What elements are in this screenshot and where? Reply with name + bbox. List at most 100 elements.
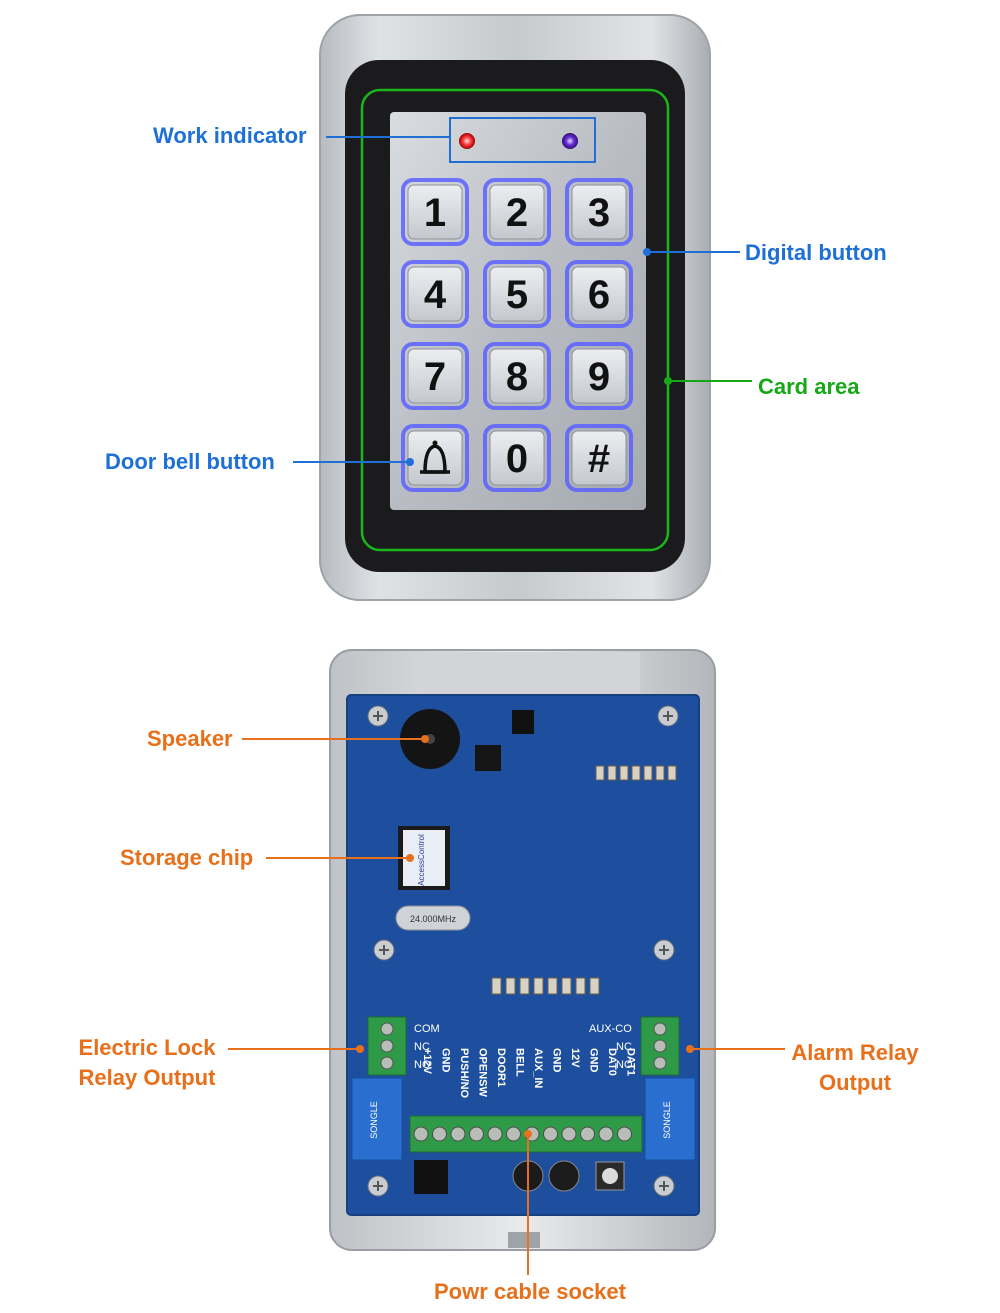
strip-screw bbox=[598, 1126, 614, 1142]
key-glow bbox=[565, 424, 633, 492]
key-label: # bbox=[588, 437, 610, 481]
key-6: 6 bbox=[565, 260, 633, 328]
screw-cross bbox=[373, 1181, 383, 1191]
resistor bbox=[655, 765, 665, 781]
red-led-icon bbox=[459, 133, 475, 149]
mounting-screw bbox=[367, 1175, 389, 1197]
chip-label: AccessControl bbox=[417, 834, 426, 886]
strip-screw bbox=[450, 1126, 466, 1142]
key-label: 7 bbox=[424, 355, 446, 399]
key-glow bbox=[401, 424, 469, 492]
power-cable-socket-label: Powr cable socket bbox=[434, 1279, 626, 1304]
silk-com: COM bbox=[414, 1023, 440, 1035]
key-glow bbox=[565, 178, 633, 246]
storage-chip bbox=[398, 826, 450, 890]
lock-relay-brand: SONGLE bbox=[369, 1101, 379, 1139]
alarm-relay-line2: Output bbox=[818, 1070, 892, 1095]
mounting-screw bbox=[653, 939, 675, 961]
resistor bbox=[619, 765, 629, 781]
key-label: 9 bbox=[588, 355, 610, 399]
key-label: 0 bbox=[506, 437, 528, 481]
silk-nc-right: NC bbox=[616, 1041, 632, 1053]
silk-terminal-label: AUX_IN bbox=[532, 1048, 544, 1088]
screw-cross bbox=[659, 945, 669, 955]
key-glow bbox=[483, 260, 551, 328]
power-socket-leader-dot bbox=[524, 1130, 532, 1138]
silk-nc-left: NC bbox=[414, 1041, 430, 1053]
resistor bbox=[589, 977, 600, 995]
strip-screw bbox=[432, 1126, 447, 1142]
power-terminal-strip bbox=[409, 1115, 643, 1153]
digital-button-leader-dot bbox=[643, 248, 651, 256]
strip-screw bbox=[580, 1126, 595, 1142]
alarm-relay-brand: SONGLE bbox=[662, 1101, 672, 1139]
key-5: 5 bbox=[483, 260, 551, 328]
silk-terminal-label: +12V bbox=[421, 1048, 433, 1075]
screw-cross bbox=[663, 711, 673, 721]
key-4: 4 bbox=[401, 260, 469, 328]
silk-terminal-label: PUSH/NO bbox=[458, 1048, 470, 1099]
silk-terminal-label: DAT0 bbox=[606, 1048, 618, 1076]
mounting-screw bbox=[373, 939, 395, 961]
bell-icon-top bbox=[432, 440, 438, 446]
silk-terminal-label: BELL bbox=[514, 1048, 526, 1077]
speaker-buzzer bbox=[400, 709, 460, 769]
case-top-lip bbox=[420, 652, 640, 700]
capacitor bbox=[512, 1160, 544, 1192]
capacitor bbox=[548, 1160, 580, 1192]
card-area-label: Card area bbox=[758, 374, 860, 399]
alarm-relay-line1: Alarm Relay bbox=[791, 1040, 919, 1065]
key-label: 8 bbox=[506, 355, 528, 399]
alarm-relay-leader-dot bbox=[686, 1045, 694, 1053]
digital-button-label: Digital button bbox=[745, 240, 887, 265]
key-9: 9 bbox=[565, 342, 633, 410]
key-label: 5 bbox=[506, 273, 528, 317]
resistor bbox=[643, 765, 653, 781]
silk-no-right: NO bbox=[616, 1059, 633, 1071]
door-bell-leader-dot bbox=[406, 458, 414, 466]
speaker-label: Speaker bbox=[147, 726, 233, 751]
key-glow bbox=[565, 260, 633, 328]
work-indicator-label: Work indicator bbox=[153, 123, 307, 148]
speaker-hole bbox=[425, 734, 435, 744]
key-face bbox=[571, 266, 627, 322]
alarm-relay-terminal-block bbox=[640, 1016, 680, 1076]
speaker-leader-dot bbox=[421, 735, 429, 743]
alarm-relay-label: Alarm Relay Output bbox=[790, 1038, 920, 1098]
key-face bbox=[571, 348, 627, 404]
screw-cross bbox=[379, 945, 389, 955]
key-glow bbox=[565, 342, 633, 410]
regulator-chip bbox=[475, 745, 501, 771]
key-glow bbox=[401, 342, 469, 410]
resistor bbox=[533, 977, 544, 995]
mounting-screw bbox=[657, 705, 679, 727]
terminal-screw bbox=[380, 1022, 394, 1036]
key-face bbox=[571, 430, 627, 486]
key-glow bbox=[483, 178, 551, 246]
silk-terminal-label: GND bbox=[551, 1048, 563, 1073]
resistor bbox=[547, 977, 558, 995]
chip-sticker bbox=[403, 830, 445, 886]
lock-relay-terminal-block bbox=[367, 1016, 407, 1076]
key-0: 0 bbox=[483, 424, 551, 492]
key-face bbox=[571, 184, 627, 240]
strip-screw bbox=[487, 1126, 503, 1142]
key-label: 4 bbox=[424, 273, 447, 317]
key-face bbox=[489, 266, 545, 322]
silk-no-left: NO bbox=[414, 1059, 431, 1071]
key-face bbox=[407, 266, 463, 322]
terminal-screw bbox=[653, 1022, 667, 1036]
strip-screw bbox=[543, 1126, 558, 1142]
key-1: 1 bbox=[401, 178, 469, 246]
key-2: 2 bbox=[483, 178, 551, 246]
strip-screw bbox=[413, 1126, 429, 1142]
pcb-board bbox=[346, 694, 700, 1216]
crystal-label: 24.000MHz bbox=[410, 914, 457, 924]
mounting-screw bbox=[367, 705, 389, 727]
electric-lock-leader-dot bbox=[356, 1045, 364, 1053]
case-back-shell bbox=[329, 649, 716, 1251]
resistor bbox=[505, 977, 516, 995]
key-label: 3 bbox=[588, 191, 610, 235]
silk-terminal-label: OPENSW bbox=[477, 1048, 489, 1098]
